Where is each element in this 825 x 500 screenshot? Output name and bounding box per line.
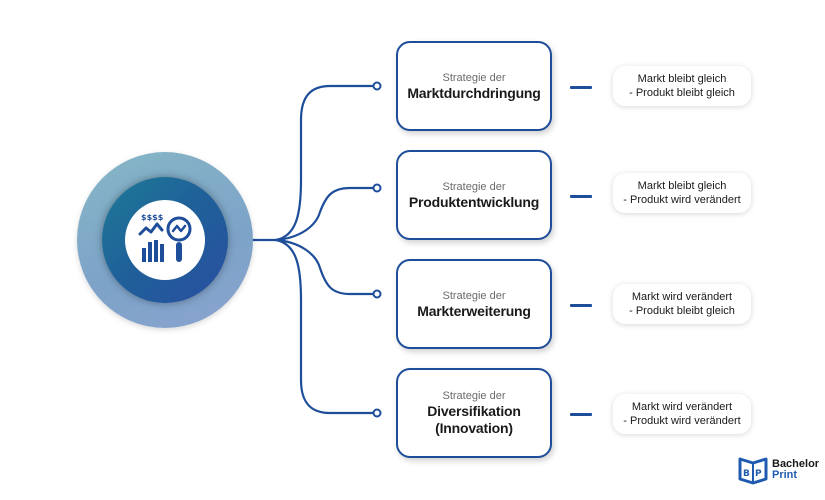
strategy-subtitle: Strategie der <box>442 289 506 302</box>
strategy-box-diversifikation: Strategie der Diversifikation (Innovatio… <box>396 368 552 458</box>
result-market: Markt bleibt gleich <box>637 180 727 192</box>
strategy-title: Produktentwicklung <box>408 193 540 210</box>
strategy-subtitle: Strategie der <box>442 71 506 84</box>
result-product: - Produkt wird verändert <box>623 194 741 206</box>
strategy-box-markterweiterung: Strategie der Markterweiterung <box>396 259 552 349</box>
svg-text:P: P <box>755 469 762 479</box>
market-analysis-icon: $$$$ <box>138 213 192 262</box>
hub-center: $$$$ <box>125 200 205 280</box>
connector-endpoint-1 <box>372 81 382 91</box>
connector-endpoint-2 <box>372 183 382 193</box>
svg-text:$$$$: $$$$ <box>141 213 164 222</box>
strategy-title: Markterweiterung <box>417 302 531 319</box>
result-box-2: Markt bleibt gleich - Produkt wird verän… <box>613 173 751 213</box>
connector-branch-4 <box>274 238 375 415</box>
strategy-title-line2: (Innovation) <box>435 420 513 436</box>
result-market: Markt wird verändert <box>631 291 733 303</box>
logo-text-line2: Print <box>772 469 798 481</box>
strategy-box-marktdurchdringung: Strategie der Marktdurchdringung <box>396 41 552 131</box>
connector-endpoint-3 <box>372 289 382 299</box>
result-product: - Produkt wird verändert <box>623 415 741 427</box>
strategy-subtitle: Strategie der <box>442 390 506 402</box>
strategy-title: Marktdurchdringung <box>407 84 541 101</box>
arrow-dash-2 <box>570 195 592 198</box>
strategy-subtitle: Strategie der <box>442 180 506 193</box>
bachelorprint-book-icon: B P <box>738 457 768 485</box>
result-product: - Produkt bleibt gleich <box>629 305 735 317</box>
logo-text-line1: Bachelor <box>772 458 820 470</box>
strategy-box-produktentwicklung: Strategie der Produktentwicklung <box>396 150 552 240</box>
result-product: - Produkt bleibt gleich <box>629 87 735 99</box>
result-box-1: Markt bleibt gleich - Produkt bleibt gle… <box>613 66 751 106</box>
connector-endpoint-4 <box>372 408 382 418</box>
result-market: Markt wird verändert <box>631 401 733 413</box>
result-box-4: Markt wird verändert - Produkt wird verä… <box>613 394 751 434</box>
arrow-dash-3 <box>570 304 592 307</box>
connector-branch-3 <box>274 238 375 296</box>
bachelorprint-logo: B P Bachelor Print <box>738 455 819 485</box>
strategy-title-line1: Diversifikation <box>427 403 521 419</box>
result-box-3: Markt wird verändert - Produkt bleibt gl… <box>613 284 751 324</box>
result-market: Markt bleibt gleich <box>637 73 727 85</box>
svg-text:B: B <box>743 469 750 479</box>
connector-branch-1 <box>274 84 375 242</box>
arrow-dash-1 <box>570 86 592 89</box>
connector-branch-2 <box>274 186 375 242</box>
arrow-dash-4 <box>570 413 592 416</box>
